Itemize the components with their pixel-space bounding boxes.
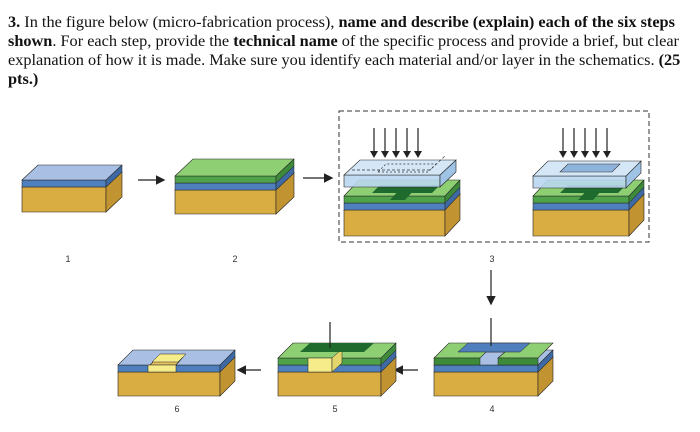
question-number: 3. [8,12,21,31]
step-label-2: 2 [232,254,237,264]
step-4-diagram [433,318,554,397]
step-label-1: 1 [65,254,70,264]
step-3-left-diagram [343,128,461,237]
question-bold-task: name and describe (explain) each of the … [8,12,675,50]
step-label-4: 4 [489,404,494,414]
step-1-diagram [21,164,123,213]
step-3-right-diagram [532,128,645,237]
question-points: (25 pts.) [8,50,681,88]
step-label-3: 3 [489,254,494,264]
step-5-diagram [277,322,397,397]
step-label-6: 6 [174,404,179,414]
question-part-2: . For each step, provide the [52,31,234,50]
question-part-3: of the specific process and provide a br… [8,31,679,69]
step-label-5: 5 [332,404,337,414]
step-6-diagram [117,349,236,397]
step-2-diagram [174,158,295,215]
question-intro: In the figure below (micro-fabrication p… [20,12,339,31]
question-bold-technical-name: technical name [233,31,338,50]
step-3-dashed-frame [338,110,650,243]
question-text: 3. In the figure below (micro-fabricatio… [8,12,692,88]
